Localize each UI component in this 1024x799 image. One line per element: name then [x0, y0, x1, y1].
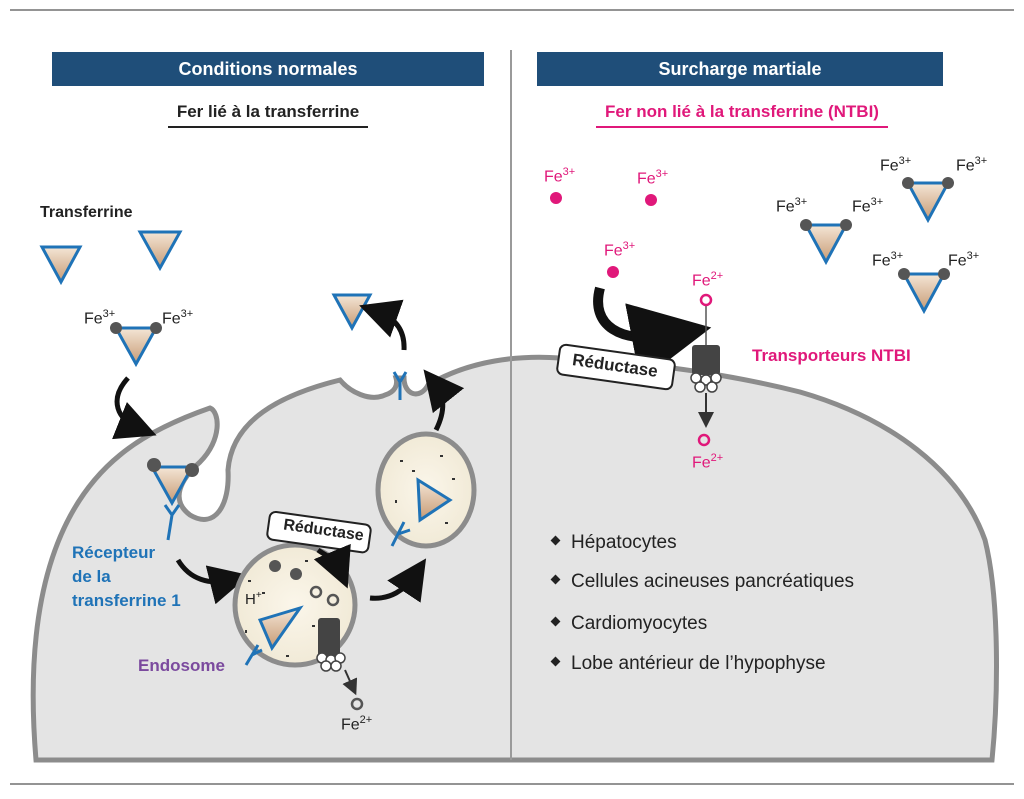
- bound-transferrin: [149, 465, 195, 507]
- transferrin-receptor: [163, 504, 181, 541]
- endosome-label: Endosome: [138, 656, 225, 675]
- cell-type-item: Cellules acineuses pancréatiques: [550, 571, 854, 593]
- fe3-label: Fe3+: [956, 155, 988, 175]
- transferrin-triangle: [137, 230, 183, 272]
- released-transferrin: [331, 293, 373, 332]
- ntbi-fe3: [550, 192, 562, 204]
- holo-transferrin: [113, 326, 159, 368]
- arrow-endocytosis: [175, 558, 250, 605]
- ntbi-fe2: [699, 293, 713, 307]
- holo-transferrin: [905, 181, 951, 224]
- fe3-label: Fe3+: [948, 250, 980, 270]
- fe3-label: Fe3+: [852, 196, 884, 216]
- receptor-label-line3: transferrine 1: [72, 591, 181, 610]
- ntbi-fe3: [607, 266, 619, 278]
- cell-type-item: Hépatocytes: [550, 532, 677, 554]
- ntbi-fe3: [645, 194, 657, 206]
- transferrine-label: Transferrine: [40, 204, 133, 221]
- endosome-receptor: [244, 644, 263, 666]
- ntbi-fe3-label: Fe3+: [604, 240, 636, 260]
- fe3-label: Fe3+: [872, 250, 904, 270]
- transporters-label: Transporteurs NTBI: [752, 346, 911, 365]
- reductase-pill-right: [556, 343, 676, 391]
- receptor-label-line2: de la: [72, 567, 111, 586]
- bullet-icon: [550, 536, 561, 546]
- arrow-ntbi-uptake: [593, 286, 712, 382]
- recycling-receptor: [390, 521, 411, 547]
- holo-transferrin: [901, 272, 947, 315]
- ntbi-fe2-label: Fe2+: [692, 270, 724, 290]
- cell-type-item: Cardiomyocytes: [550, 613, 707, 635]
- fe3-ion: [269, 560, 281, 572]
- left-subtitle: Fer lié à la transferrine: [168, 102, 368, 128]
- endosome-transporter: [318, 618, 340, 658]
- transferrin-triangle: [39, 245, 83, 286]
- fe2-label: Fe2+: [341, 714, 373, 734]
- ntbi-fe3-label: Fe3+: [637, 168, 669, 188]
- fe3-ion: [290, 568, 302, 580]
- cell-membrane: [30, 354, 999, 763]
- apo-transferrin: [416, 477, 453, 523]
- right-subtitle: Fer non lié à la transferrine (NTBI): [596, 102, 888, 128]
- fe3-ion: [150, 322, 162, 334]
- holo-transferrin: [803, 223, 849, 266]
- ntbi-transporter: [692, 345, 720, 375]
- bullet-icon: [550, 617, 561, 627]
- bullet-icon: [550, 575, 561, 585]
- fe3-ion: [110, 322, 122, 334]
- bullet-icon: [550, 657, 561, 667]
- fe3-ion: [147, 458, 161, 472]
- membrane-receptor: [392, 371, 408, 400]
- ntbi-fe3-label: Fe3+: [544, 166, 576, 186]
- fe3-label: Fe3+: [880, 155, 912, 175]
- fe3-label: Fe3+: [776, 196, 808, 216]
- endosome2-dots: [395, 455, 455, 524]
- ntbi-fe2-label: Fe2+: [692, 452, 724, 472]
- arrow-bind: [111, 376, 157, 440]
- ntbi-fe2: [697, 433, 711, 447]
- arrow-fe2-out: [342, 669, 358, 696]
- cell-type-item: Lobe antérieur de l’hypophyse: [550, 653, 826, 675]
- arrow-release: [359, 299, 407, 351]
- fe3-label: Fe3+: [162, 308, 194, 328]
- hplus-label: H+: [245, 590, 262, 608]
- right-header: Surcharge martiale: [537, 52, 943, 86]
- fe2-ion: [326, 593, 340, 607]
- fe3-ion: [185, 463, 199, 477]
- fe2-ion: [350, 697, 364, 711]
- arrow-exocytosis: [423, 369, 465, 432]
- left-header: Conditions normales: [52, 52, 484, 86]
- arrow-recycling: [369, 558, 427, 603]
- arrow-reduction: [313, 543, 351, 589]
- receptor-label-line1: Récepteur: [72, 543, 156, 562]
- endosome-transferrin: [257, 605, 304, 652]
- fe3-label: Fe3+: [84, 308, 116, 328]
